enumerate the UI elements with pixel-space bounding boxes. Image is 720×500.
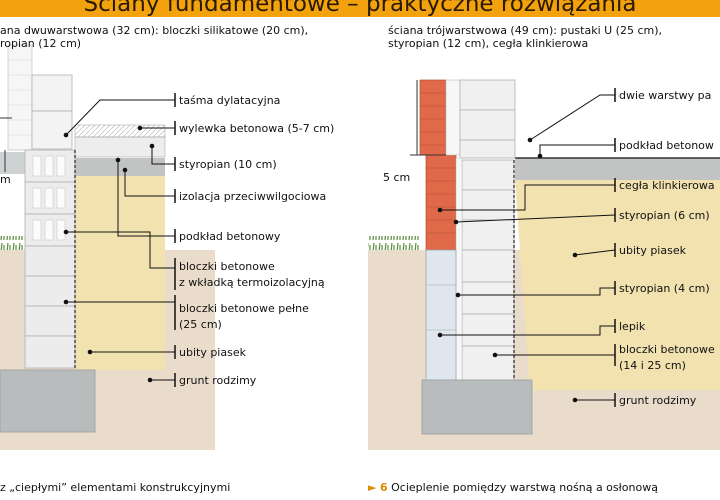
right-caption-line1: ściana trójwarstwowa (49 cm): pustaki U … xyxy=(388,24,663,37)
right-caption-line2: styropian (12 cm), cegła klinkierowa xyxy=(388,37,589,50)
left-leaders xyxy=(65,99,175,381)
header-band: Ściany fundamentowe – praktyczne rozwiąz… xyxy=(0,0,720,17)
insulation-6-lower xyxy=(425,249,457,381)
grass-right xyxy=(368,236,420,250)
footing xyxy=(0,369,96,433)
concrete-base xyxy=(75,158,165,176)
sand-fill xyxy=(75,175,165,370)
right-label-concrete-blocks: bloczki betonowe xyxy=(619,343,715,356)
left-label-compacted-sand: ubity piasek xyxy=(179,346,246,359)
right-label-concrete-base: podkład betonow xyxy=(619,139,714,152)
left-label-insulation-10: styropian (10 cm) xyxy=(179,158,277,171)
figure-number: 6 xyxy=(379,481,388,494)
right-label-compacted-sand: ubity piasek xyxy=(619,244,686,257)
insulation-4 xyxy=(455,157,463,381)
right-label-insulation-6: styropian (6 cm) xyxy=(619,209,710,222)
insulation-12 xyxy=(445,79,461,156)
silicate-blocks xyxy=(31,74,73,150)
right-label-tar: lepik xyxy=(619,320,646,333)
left-label-solid-blocks: bloczki betonowe pełne xyxy=(179,302,309,315)
left-label-concrete-base: podkład betonowy xyxy=(179,230,281,243)
right-caption: ściana trójwarstwowa (49 cm): pustaki U … xyxy=(388,24,662,50)
left-label-solid-blocks-size: (25 cm) xyxy=(179,318,222,331)
footer-right-caption: ► 6 Ocieplenie pomiędzy warstwą nośną a … xyxy=(368,481,658,494)
sand-fill-right xyxy=(515,180,720,390)
right-label-clinker-brick: cegła klinkierowa xyxy=(619,179,715,192)
page-title: Ściany fundamentowe – praktyczne rozwiąz… xyxy=(83,0,637,17)
left-caption-line2: ropian (12 cm) xyxy=(0,37,82,50)
footing-right xyxy=(421,379,533,435)
left-dim-label: m xyxy=(0,173,11,186)
left-label-concrete-blocks: bloczki betonowe xyxy=(179,260,275,273)
left-label-screed: wylewka betonowa (5-7 cm) xyxy=(179,122,335,135)
right-label-membrane: dwie warstwy pa xyxy=(619,89,712,102)
bullet-icon: ► xyxy=(368,481,377,494)
left-label-thermal-insert: z wkładką termoizolacyjną xyxy=(179,276,325,289)
left-diagram xyxy=(0,44,215,450)
concrete-base-right xyxy=(515,158,720,180)
concrete-blocks xyxy=(24,149,76,369)
left-caption-line1: ana dwuwarstwowa (32 cm): bloczki silika… xyxy=(0,24,309,37)
left-caption: ana dwuwarstwowa (32 cm): bloczki silika… xyxy=(0,24,308,50)
right-leaders xyxy=(440,94,616,401)
wall-insulation xyxy=(7,44,33,151)
right-label-insulation-4: styropian (4 cm) xyxy=(619,282,710,295)
right-dim-label: 5 cm xyxy=(383,171,411,184)
screed xyxy=(74,124,166,138)
brick-lower xyxy=(425,154,457,251)
left-label-damp-proofing: izolacja przeciwwilgociowa xyxy=(179,190,327,203)
right-label-native-soil: grunt rodzimy xyxy=(619,394,697,407)
left-label-expansion-tape: taśma dylatacyjna xyxy=(179,94,281,107)
right-diagram xyxy=(174,79,720,450)
figure-caption-text: Ocieplenie pomiędzy warstwą nośną a osło… xyxy=(391,481,658,494)
left-label-native-soil: grunt rodzimy xyxy=(179,374,257,387)
footer-left-caption: z „ciepłymi” elementami konstrukcyjnymi xyxy=(0,481,231,494)
brick-upper xyxy=(419,79,447,156)
right-label-blocks-size: (14 i 25 cm) xyxy=(619,359,686,372)
